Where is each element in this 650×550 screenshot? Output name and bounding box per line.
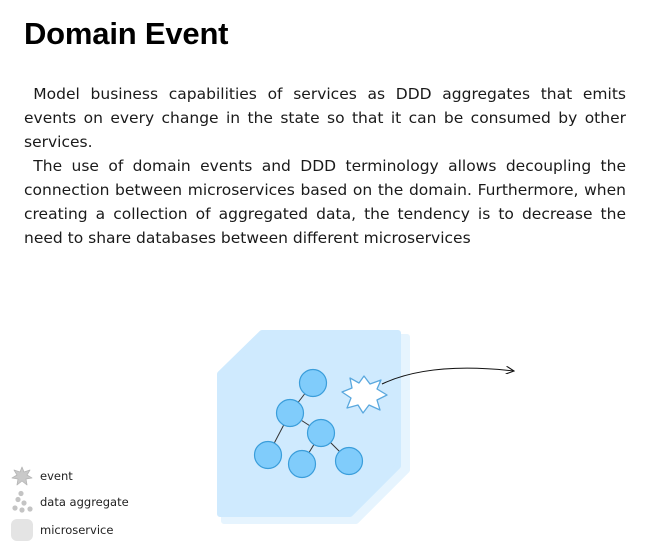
aggregate-node [334,446,364,476]
rounded-square-icon [11,519,33,541]
description-paragraph-1: Model business capabilities of services … [24,85,626,151]
aggregate-node [253,440,283,470]
microservice-front-layer [217,330,401,517]
legend-label-microservice: microservice [40,523,114,537]
data-aggregate [253,368,364,479]
arrow-right-icon [381,368,514,385]
legend-label-event: event [40,469,73,483]
aggregate-node [287,449,317,479]
aggregate-dots-icon [12,490,33,513]
legend-item-data-aggregate: data aggregate [10,490,170,514]
legend-item-event: event [10,464,170,488]
legend-item-microservice: microservice [10,518,170,542]
starburst-icon [341,375,388,414]
legend: event data aggregate microservice [10,462,170,547]
aggregate-node [306,418,336,448]
starburst-icon [11,466,33,486]
description-paragraph-2: The use of domain events and DDD termino… [24,157,626,247]
legend-label-data-aggregate: data aggregate [40,495,129,509]
aggregate-node-root [298,368,328,398]
description: Model business capabilities of services … [24,82,626,250]
aggregate-node [275,398,305,428]
page-title: Domain Event [24,16,229,51]
